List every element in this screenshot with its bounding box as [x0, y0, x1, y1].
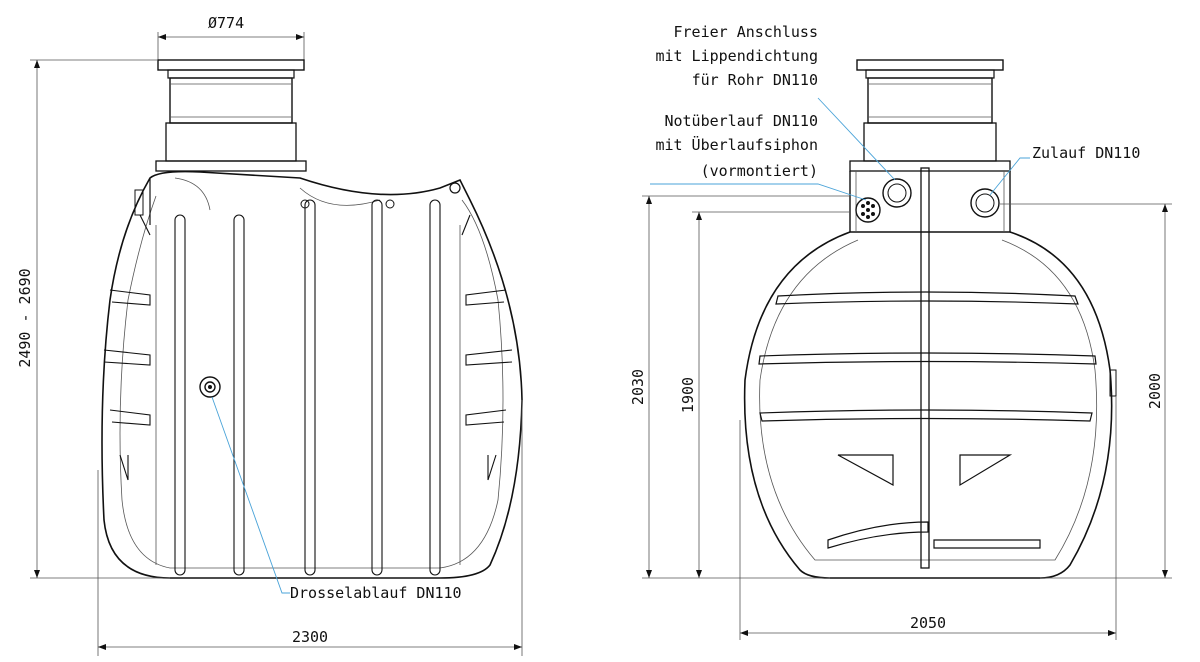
drossel-outlet-icon — [199, 376, 221, 398]
zulauf-icon — [970, 188, 1000, 218]
dim-2050: 2050 — [910, 614, 946, 632]
label-not-line1: Notüberlauf DN110 — [664, 112, 818, 130]
tank-ribs — [103, 199, 513, 576]
dim-1900: 1900 — [679, 377, 697, 413]
tank-side-view — [642, 59, 1172, 640]
notueberlauf-icon — [855, 197, 881, 223]
dim-height-left: 2490 - 2690 — [16, 268, 34, 367]
dim-2000: 2000 — [1146, 373, 1164, 409]
label-drosselablauf: Drosselablauf DN110 — [290, 584, 462, 602]
label-freier-line3: für Rohr DN110 — [692, 71, 818, 89]
dim-manhole-diameter: Ø774 — [208, 14, 244, 32]
label-not-line2: mit Überlaufsiphon — [655, 135, 818, 154]
freier-anschluss-icon — [882, 178, 912, 208]
tank-ribs-horizontal — [758, 291, 1097, 549]
label-freier-line2: mit Lippendichtung — [655, 47, 818, 65]
label-freier-line1: Freier Anschluss — [674, 23, 819, 41]
label-not-line3: (vormontiert) — [701, 162, 818, 180]
dim-2030: 2030 — [629, 369, 647, 405]
tank-front-view — [30, 32, 523, 656]
dim-width-left: 2300 — [292, 628, 328, 646]
label-zulauf: Zulauf DN110 — [1032, 144, 1140, 162]
